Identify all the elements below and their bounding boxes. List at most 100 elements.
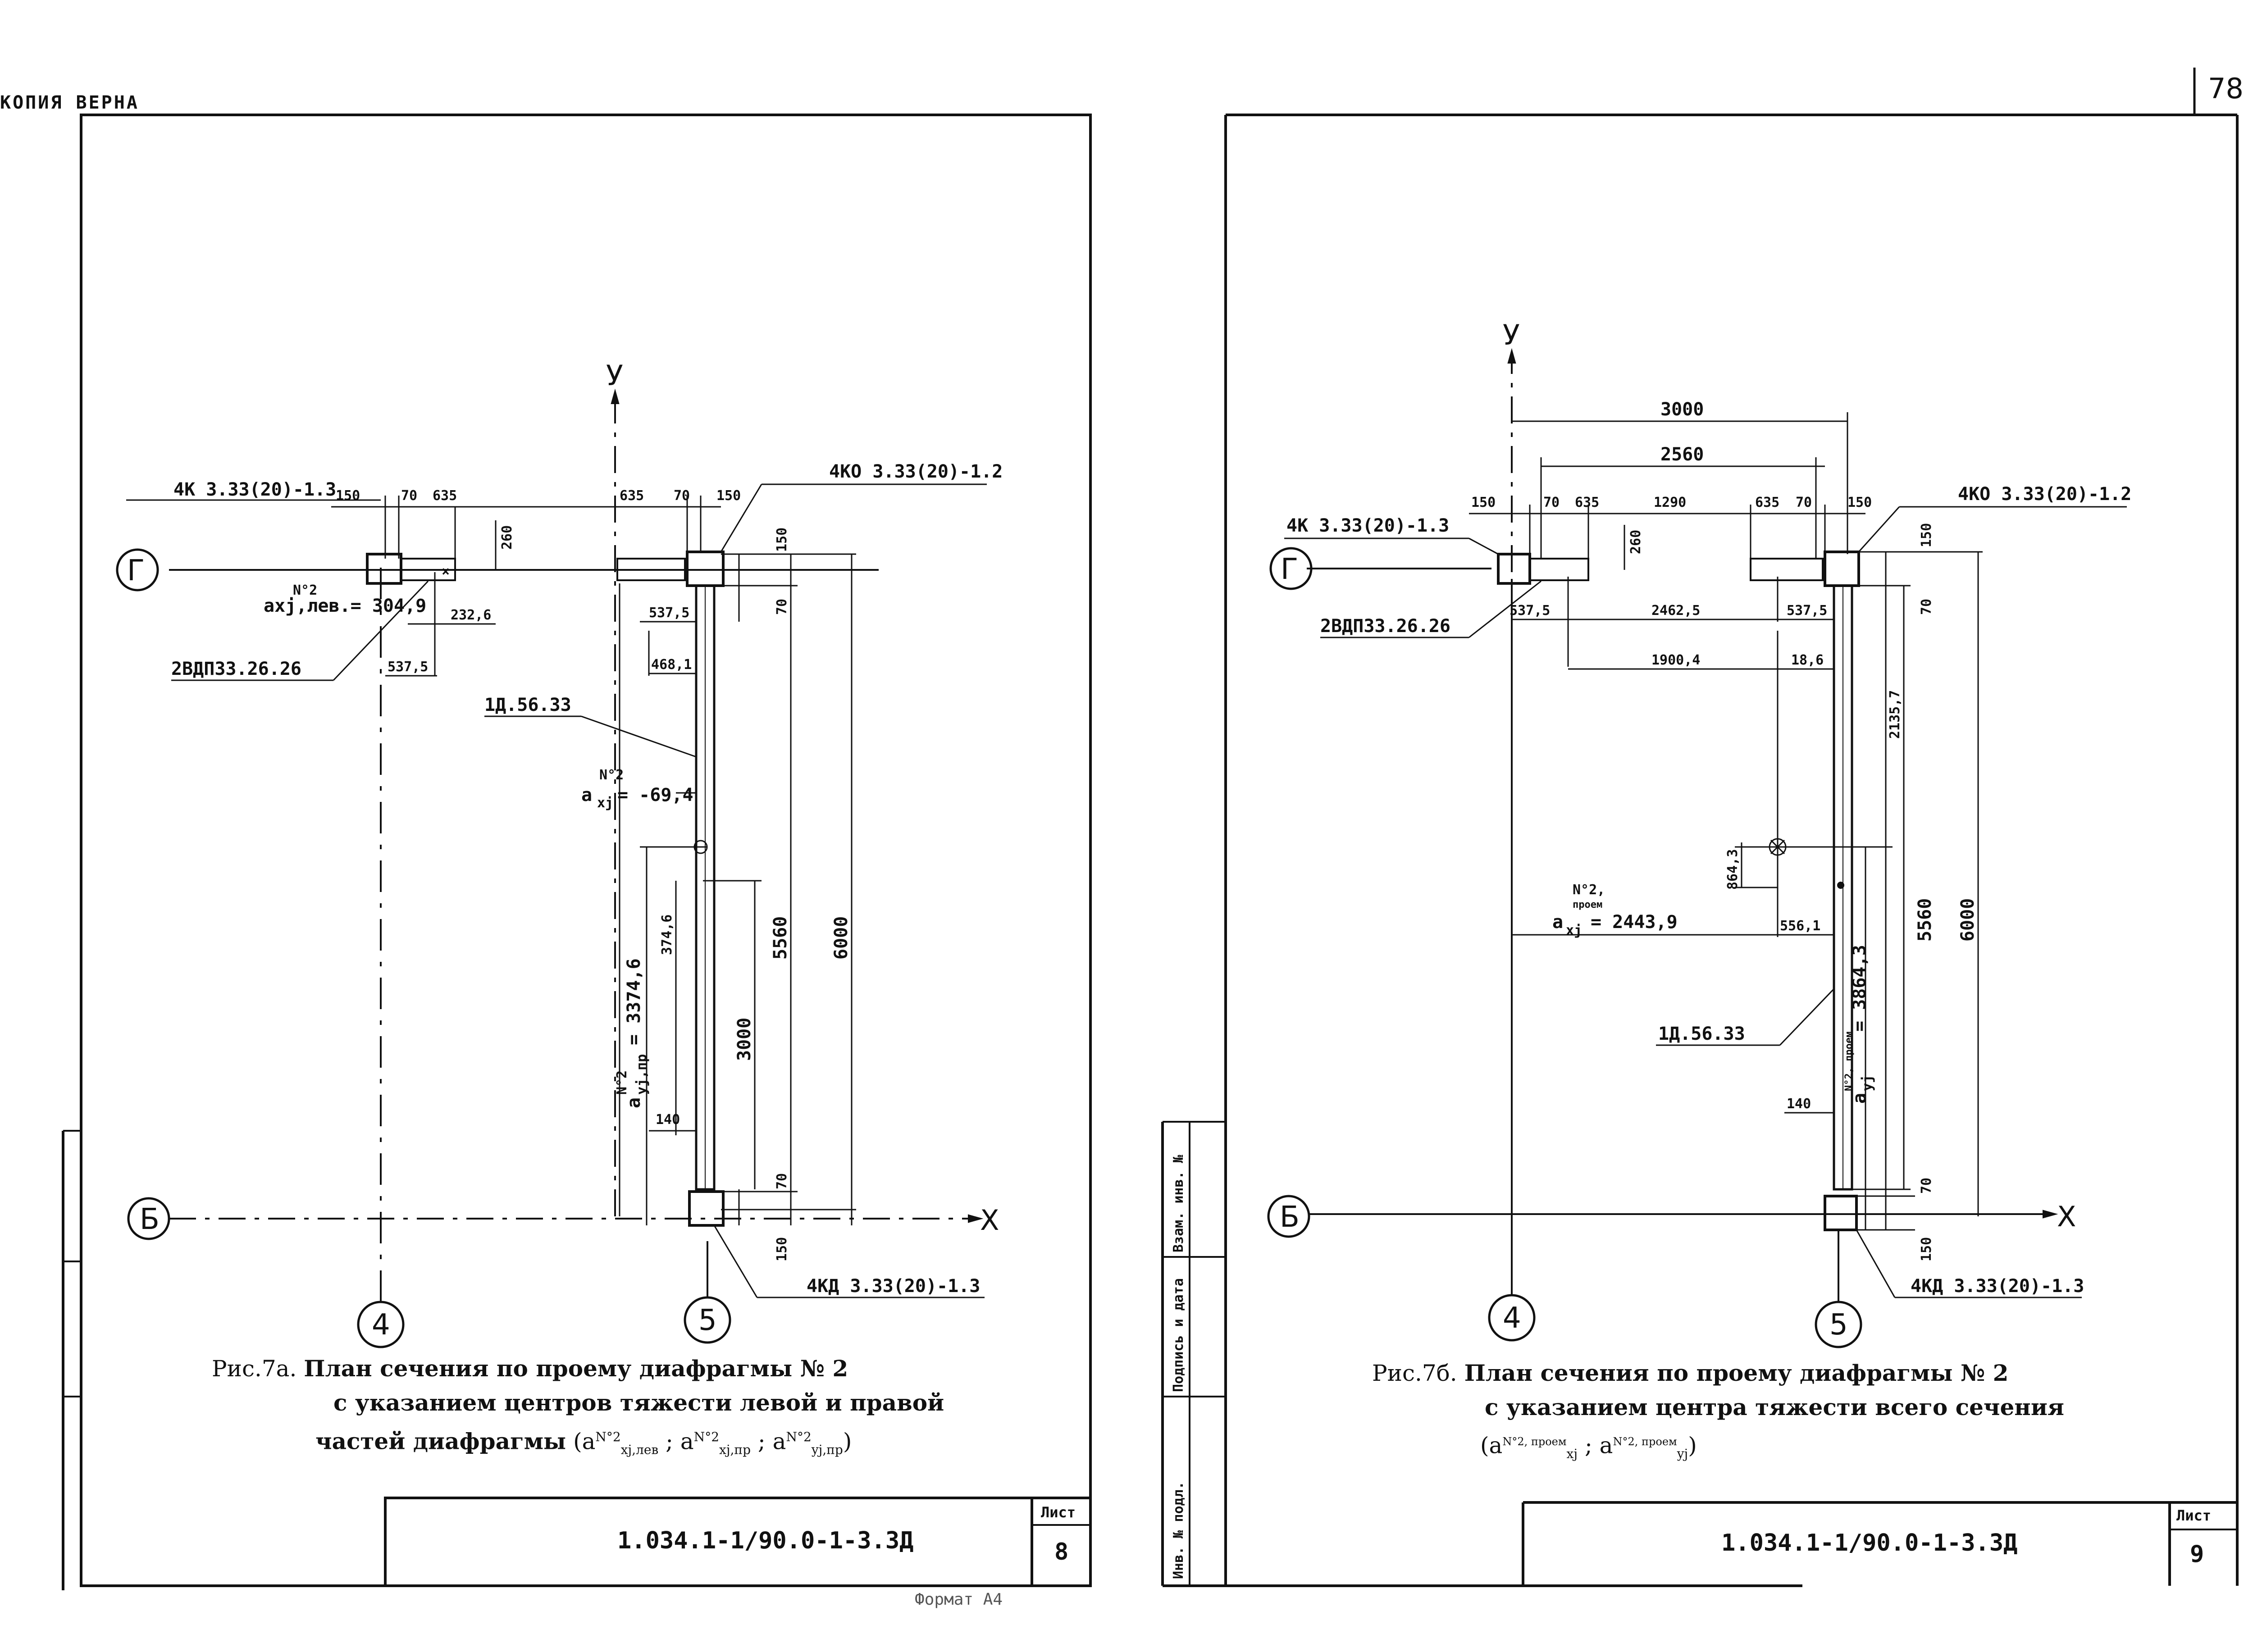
left-axis-x-label: X [980,1204,999,1237]
left-plan-drawing: × У X Г Б 4 5 4К 3.33(20)-1.3 4КО 3.33(2… [116,359,1003,1348]
format-note: Формат А4 [915,1590,1003,1609]
annot: а [1552,912,1563,933]
annot-ax-lev: аxj,лев.= 304,9 [264,596,426,616]
annot: а [1849,1093,1870,1104]
dim: 150 [1847,495,1872,510]
dim: 150 [1471,495,1496,510]
sheet-number: 78 [2208,72,2244,105]
left-caption: Рис.7а. План сечения по проему диафрагмы… [212,1352,944,1467]
left-caption-lead: Рис.7а. [212,1356,297,1382]
dim: 374,6 [659,915,675,955]
left-label-d: 1Д.56.33 [484,695,571,715]
dim: 3000 [734,1018,755,1061]
formula: (a [573,1428,596,1455]
dim: 864,3 [1725,849,1741,890]
left-title-code: 1.034.1-1/90.0-1-3.3Д [617,1527,914,1554]
dim: 1900,4 [1651,652,1700,668]
dim: 260 [499,525,515,550]
left-label-vdp: 2ВДП33.26.26 [171,659,301,679]
dim: 6000 [831,916,852,960]
annot-ay: = 3374,6 [624,958,644,1045]
formula: ) [1688,1432,1697,1459]
dim: 150 [716,488,741,504]
side-stamp-3: Взам. инв. № [1171,1154,1186,1252]
right-caption-line2: с указанием центра тяжести всего сечения [1485,1394,2064,1420]
dim: 70 [1543,495,1560,510]
right-axis-x-label: X [2057,1200,2076,1233]
annot: а [624,1097,644,1108]
formula: (a [1480,1432,1503,1459]
right-caption-line1: План сечения по проему диафрагмы № 2 [1464,1360,2009,1386]
formula-sub: xj [1566,1446,1578,1461]
right-axis-y-label: У [1503,319,1520,351]
dim: 3000 [1660,399,1704,420]
left-title-block [384,1497,1092,1587]
dim: 556,1 [1780,918,1820,934]
dim: 5560 [770,916,791,960]
dim: 140 [656,1112,680,1128]
formula-sub: xj,лев [620,1442,659,1457]
left-label-kd: 4КД 3.33(20)-1.3 [807,1276,980,1297]
left-grid-4: 4 [372,1308,390,1342]
annot: N°2 [599,767,624,783]
dim: 150 [1919,523,1934,547]
right-grid-4: 4 [1503,1302,1521,1335]
annot-ax-j: = -69,4 [617,785,693,806]
dim: 635 [1575,495,1599,510]
formula-sub: yj,пр [811,1442,843,1457]
right-caption-lead: Рис.7б. [1372,1360,1457,1386]
dim: 70 [401,488,417,504]
dim: 2135,7 [1887,690,1903,739]
formula-sup: N°2, проем [1613,1435,1677,1448]
annot: N°2 [293,583,317,598]
annot: проем [1573,899,1602,910]
annot: xj [597,795,613,811]
dim: 70 [674,488,690,504]
dim: 70 [1796,495,1812,510]
formula: ; a [1584,1432,1613,1459]
dim: 537,5 [388,659,428,675]
left-sheet-no: 8 [1054,1538,1069,1566]
dim: 635 [433,488,457,504]
right-label-kd: 4КД 3.33(20)-1.3 [1911,1276,2084,1297]
annot: N°2, [1573,882,1605,898]
formula-sub: xj,пр [719,1442,751,1457]
dim: 6000 [1957,898,1978,942]
dim: 150 [1919,1237,1934,1261]
formula-sup: N°2 [786,1429,812,1444]
dim: 635 [620,488,644,504]
left-label-k: 4К 3.33(20)-1.3 [173,479,336,500]
dim: 150 [774,1237,790,1261]
annot: yj [1860,1075,1875,1091]
left-axis-y-label: У [606,359,623,392]
dim: 260 [1628,530,1644,554]
dim: 2560 [1660,444,1704,465]
side-stamp-2: Подпись и дата [1171,1278,1186,1392]
formula-sup: N°2 [693,1429,720,1444]
dim: 2462,5 [1651,603,1700,619]
left-grid-5: 5 [698,1304,717,1337]
left-caption-line3: частей диафрагмы [315,1428,566,1455]
side-stamp-1: Инв. № подл. [1171,1481,1186,1579]
formula-sub: yj [1677,1446,1688,1461]
right-label-vdp: 2ВДП33.26.26 [1320,616,1450,637]
right-plan-drawing: У X Г Б 4 5 4К 3.33(20)-1.3 4КО 3.33(20)… [1171,319,2131,1579]
right-grid-b: Б [1280,1201,1300,1234]
dim: 1290 [1654,495,1686,510]
dim: 70 [774,599,790,615]
right-label-d: 1Д.56.33 [1658,1024,1745,1044]
dim: 468,1 [651,657,692,673]
dim: 537,5 [1787,603,1827,619]
annot: N°2 [614,1070,630,1095]
dim: 18,6 [1791,652,1824,668]
formula-sup: N°2, проем [1502,1435,1567,1448]
stamp-copy-true: КОПИЯ ВЕРНА [0,92,139,113]
right-label-k: 4К 3.33(20)-1.3 [1286,515,1449,536]
dim: 150 [336,488,360,504]
dim: 635 [1755,495,1779,510]
right-grid-5: 5 [1829,1308,1848,1342]
annot: N°2, проем [1843,1032,1855,1091]
right-caption: Рис.7б. План сечения по проему диафрагмы… [1372,1356,2064,1471]
annot: xj [1566,923,1582,938]
